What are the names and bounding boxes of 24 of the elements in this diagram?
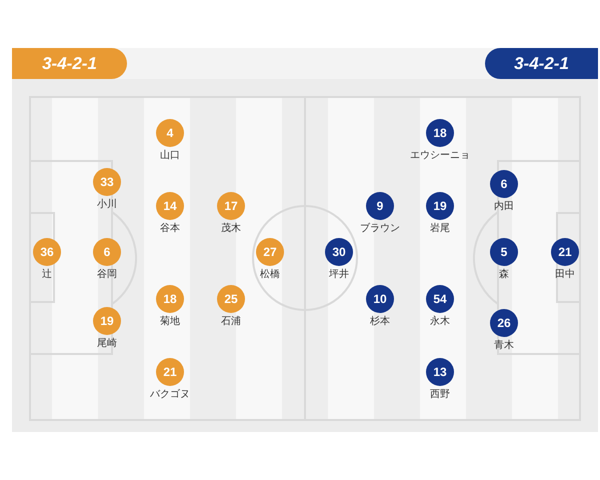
formation-tab: 3-4-2-1 xyxy=(12,48,127,79)
player-name: ブラウン xyxy=(360,223,400,235)
player-name: 松橋 xyxy=(260,269,280,281)
player-name: 谷本 xyxy=(160,223,180,235)
player-name: 岩尾 xyxy=(430,223,450,235)
player-name: エウシーニョ xyxy=(410,150,470,162)
player-name: 茂木 xyxy=(221,223,241,235)
player-name: 菊地 xyxy=(160,316,180,328)
player-name: 谷岡 xyxy=(97,269,117,281)
player-name: バクゴヌ xyxy=(150,389,190,401)
player-name: 森 xyxy=(499,269,509,281)
player-name: 内田 xyxy=(494,201,514,213)
player-name: 西野 xyxy=(430,389,450,401)
formation-tab: 3-4-2-1 xyxy=(485,48,598,79)
player-name: 山口 xyxy=(160,150,180,162)
player-name: 尾崎 xyxy=(97,338,117,350)
player-name: 坪井 xyxy=(329,269,349,281)
player-name: 永木 xyxy=(430,316,450,328)
player-name: 青木 xyxy=(494,340,514,352)
player-name: 小川 xyxy=(97,199,117,211)
player-name: 辻 xyxy=(42,269,52,281)
player-name: 田中 xyxy=(555,269,575,281)
player-name: 石浦 xyxy=(221,316,241,328)
player-name: 杉本 xyxy=(370,316,390,328)
